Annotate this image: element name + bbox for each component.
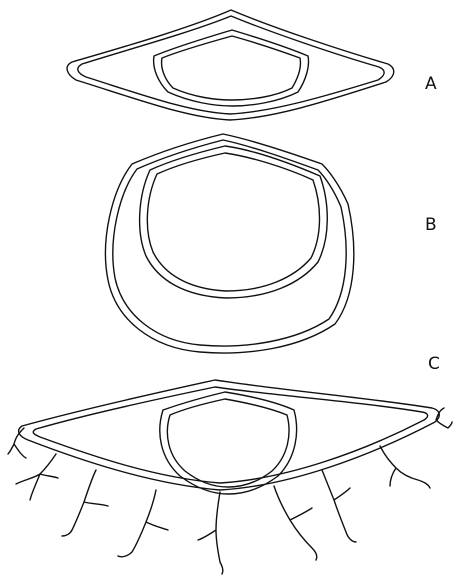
- section-a-core-outer: [154, 30, 309, 106]
- panel-label-a: A: [425, 76, 437, 93]
- section-c-spine-7: [380, 446, 430, 488]
- section-c-spine-2: [62, 470, 108, 536]
- section-c-core-inner: [167, 399, 289, 487]
- section-c-spine-5: [274, 486, 317, 560]
- section-b-core-inner: [147, 153, 319, 291]
- panel-label-c: C: [428, 356, 440, 373]
- section-a-outer-wall-outer: [67, 10, 394, 120]
- panel-label-b: B: [425, 217, 437, 234]
- section-b: [105, 134, 353, 353]
- section-c-spine-6: [322, 470, 356, 542]
- section-c-spine-3: [118, 490, 168, 557]
- section-c: [8, 380, 452, 574]
- section-c-core-outer: [160, 392, 297, 494]
- section-a: [67, 10, 394, 120]
- section-b-outer-wall-inner: [113, 140, 346, 346]
- section-c-spine-left-tip: [8, 428, 26, 458]
- section-c-spine-4: [198, 492, 223, 574]
- section-c-outer-wall-outer: [19, 380, 440, 490]
- section-c-outer-wall-inner: [33, 387, 427, 483]
- section-c-spine-1: [16, 454, 58, 500]
